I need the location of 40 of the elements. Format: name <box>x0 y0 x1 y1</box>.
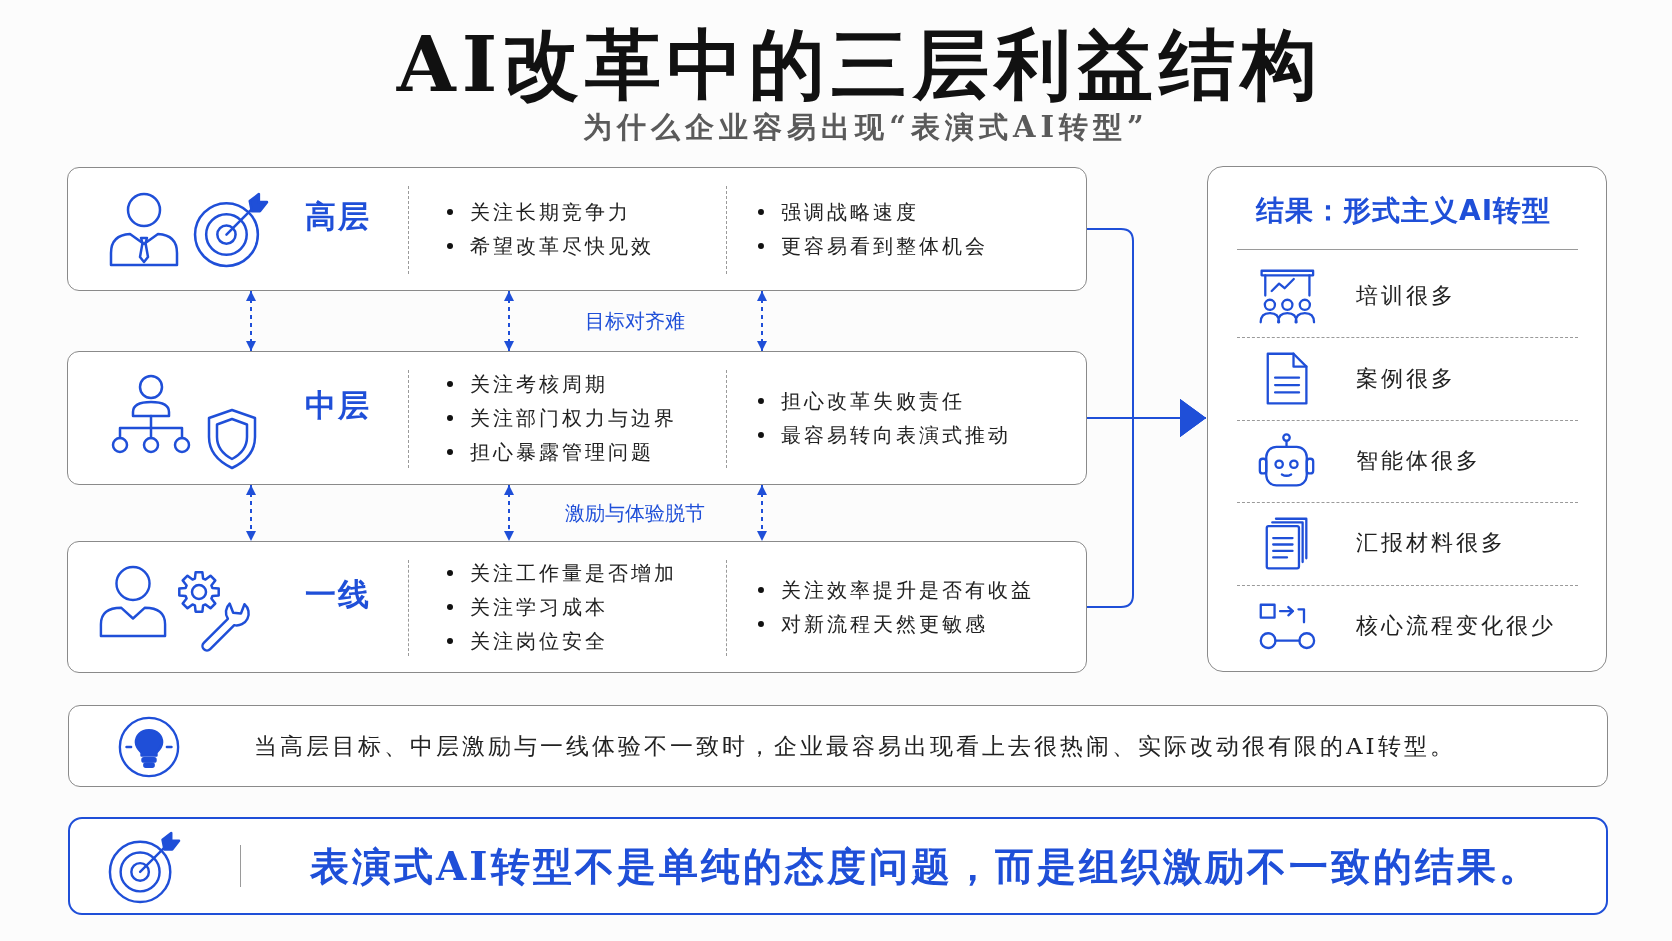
bullet-item: 担心改革失败责任 <box>755 383 1011 418</box>
double-arrow <box>504 484 514 542</box>
tier-card <box>67 351 1087 485</box>
bullet-item: 最容易转向表演式推动 <box>755 417 1011 452</box>
subtitle: 为什么企业容易出现“表演式AI转型” <box>583 109 1149 146</box>
bullet-item: 关注工作量是否增加 <box>444 555 677 590</box>
bullet-item: 对新流程天然更敏感 <box>755 606 1034 641</box>
panel-title: 结果：形式主义AI转型 <box>1256 193 1552 229</box>
result-item: 培训很多 <box>1356 282 1456 311</box>
bullet-item: 关注岗位安全 <box>444 623 677 658</box>
bullet-item: 关注考核周期 <box>444 366 677 401</box>
bullet-item: 更容易看到整体机会 <box>755 228 988 263</box>
tier-heading: 中层 <box>305 386 371 425</box>
bracket-arrow <box>1086 399 1207 608</box>
conclusion-text: 表演式AI转型不是单纯的态度问题，而是组织激励不一致的结果。 <box>310 841 1541 891</box>
double-arrow <box>246 290 256 352</box>
result-item: 汇报材料很多 <box>1356 529 1506 558</box>
tier-heading: 高层 <box>305 197 371 236</box>
bullet-item: 关注部门权力与边界 <box>444 400 677 435</box>
result-panel <box>1207 166 1607 672</box>
double-arrow <box>246 484 256 542</box>
result-item: 案例很多 <box>1356 364 1456 393</box>
bullet-item: 强调战略速度 <box>755 194 988 229</box>
tier-card <box>67 541 1087 673</box>
double-arrow <box>757 290 767 352</box>
bullet-item: 担心暴露管理问题 <box>444 434 677 469</box>
result-item: 核心流程变化很少 <box>1356 611 1556 640</box>
bullet-item: 希望改革尽快见效 <box>444 228 654 263</box>
tier-heading: 一线 <box>305 575 371 614</box>
tier-card <box>67 167 1087 291</box>
bullet-item: 关注效率提升是否有收益 <box>755 572 1034 607</box>
bullet-item: 关注学习成本 <box>444 589 677 624</box>
result-item: 智能体很多 <box>1356 447 1481 475</box>
double-arrow <box>757 484 767 542</box>
double-arrow <box>504 290 514 352</box>
bullet-item: 关注长期竞争力 <box>444 194 654 229</box>
title: AI改革中的三层利益结构 <box>396 22 1324 108</box>
note-box <box>68 705 1608 787</box>
conclusion-box <box>68 817 1608 915</box>
note-text: 当高层目标、中层激励与一线体验不一致时，企业最容易出现看上去很热闹、实际改动很有限的AI转型。 <box>254 731 1456 761</box>
